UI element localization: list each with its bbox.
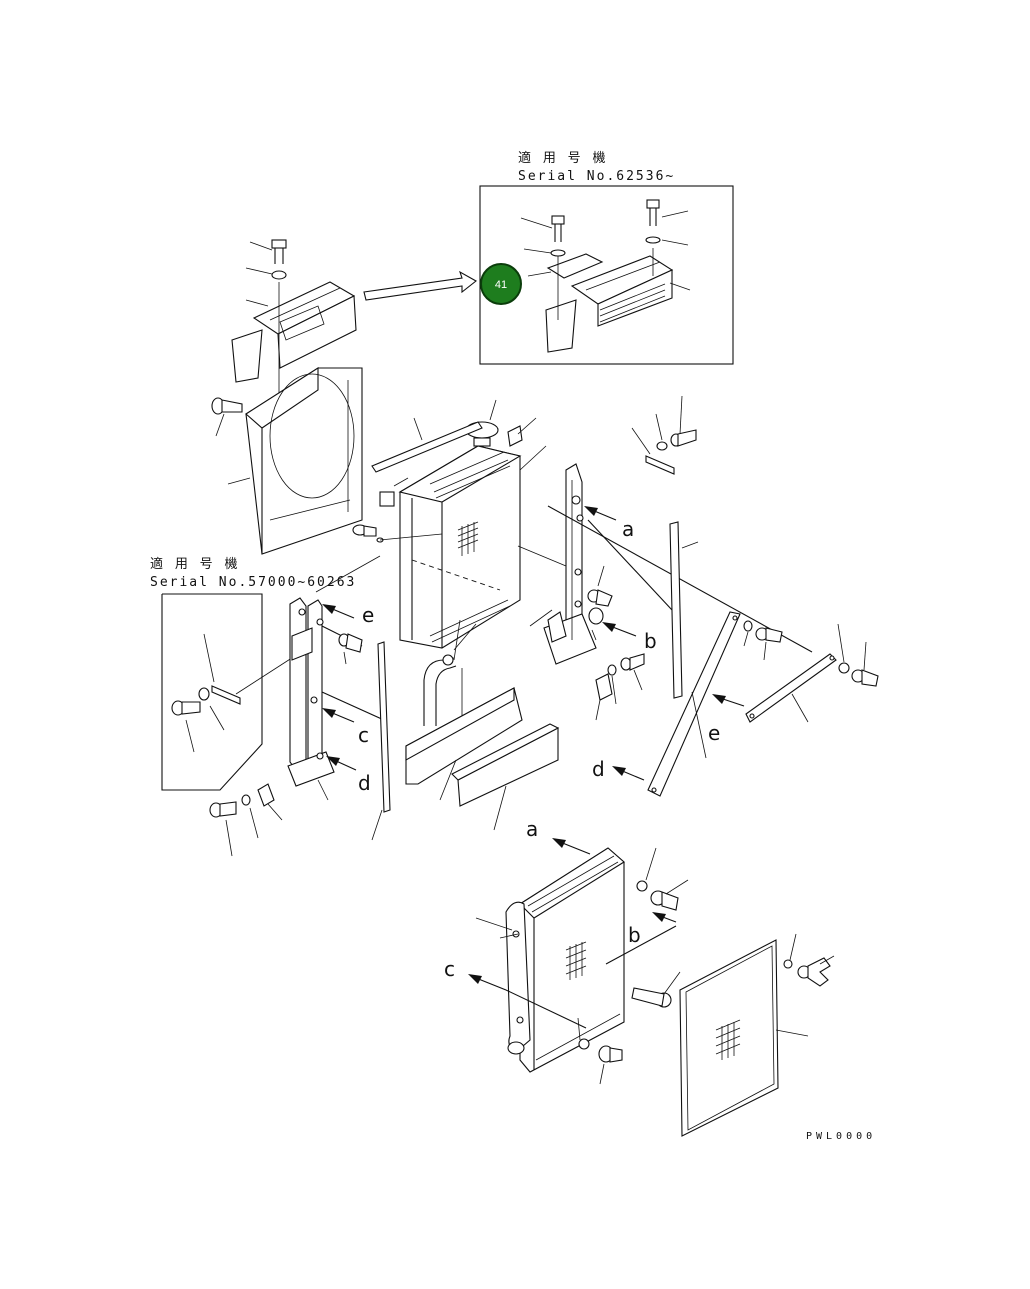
arrow-b-lower: b [605, 912, 677, 965]
part-badge[interactable]: 41 [480, 263, 522, 305]
serial-note-top: 適 用 号 機 Serial No.62536~ [518, 150, 675, 184]
serial-note-top-line1: 適 用 号 機 [518, 150, 607, 166]
ref-letter-b-top: b [644, 629, 657, 653]
ref-letter-d-left: d [358, 771, 371, 795]
grille-wing-bolt [783, 933, 835, 987]
stay-leader-1 [517, 545, 567, 567]
grille-panel [679, 939, 809, 1137]
arrow-a-lower: a [526, 817, 591, 855]
inset-frame-left [161, 593, 263, 791]
arrow-d-left: d [326, 756, 371, 795]
arrow-a: a [584, 506, 634, 541]
radiator-cap [465, 399, 499, 447]
shroud-bolt [211, 397, 243, 437]
grille-mesh [715, 1019, 741, 1060]
cross-stay-bolts [743, 620, 879, 687]
ref-letter-e-left: e [362, 603, 374, 627]
radiator-mesh [457, 521, 479, 556]
left-stay [287, 597, 335, 801]
lower-bolts [577, 847, 689, 1085]
stay-bolt-2 [588, 607, 604, 641]
left-tie-line [321, 691, 385, 721]
bottom-seal-right [451, 723, 560, 831]
arrow-c-lower: c [444, 957, 587, 1029]
arrow-d-right: d [592, 757, 645, 781]
top-fan-bracket [231, 281, 357, 400]
stay-clip [595, 673, 613, 721]
radiator-left-pad [379, 477, 409, 507]
vertical-rod-left [371, 641, 391, 841]
vertical-rod-right [669, 521, 699, 699]
left-stay-leader [315, 555, 381, 593]
lower-radiator [519, 847, 625, 1073]
inset-plate [527, 253, 604, 279]
serial-note-top-line2: Serial No.62536~ [518, 169, 675, 184]
ref-letter-c-left: c [358, 723, 369, 747]
top-bracket-bolt [245, 239, 287, 307]
radiator-bottom-fins [429, 599, 511, 643]
radiator-hose [423, 619, 477, 726]
ref-letter-d-right: d [592, 757, 605, 781]
upper-right-plate [631, 395, 697, 475]
ref-letter-b-lower: b [628, 923, 641, 947]
drawing-code: PWL0000 [806, 1131, 876, 1142]
ref-letter-e-right: e [708, 721, 720, 745]
serial-note-left-line2: Serial No.57000~60263 [150, 575, 356, 590]
lower-radiator-fins [527, 855, 621, 1061]
diagonal-stay: e [647, 611, 741, 797]
arrow-b: b [602, 622, 657, 653]
lower-left-bolts [209, 783, 283, 857]
inset-bolt-left [520, 215, 566, 257]
tie-line-a [547, 505, 813, 653]
stay-bolt-3 [607, 653, 645, 705]
arrow-e-left: e [322, 603, 374, 627]
tie-line-b [587, 519, 673, 611]
ref-letter-c-lower: c [444, 957, 455, 981]
fan-shroud [227, 366, 363, 555]
radiator-top-fins [429, 451, 511, 499]
arrow-c-left: c [322, 708, 369, 747]
ref-letter-a-lower: a [526, 817, 538, 841]
serial-note-left-line1: 適 用 号 機 [150, 556, 239, 572]
left-inset-parts [171, 633, 299, 753]
drain-valve [352, 524, 443, 543]
bottom-seal-left [405, 687, 523, 801]
radiator-core [398, 445, 522, 649]
cross-stay [712, 653, 837, 723]
part-badge-label: 41 [495, 279, 507, 291]
lower-radiator-side-rail [475, 901, 531, 1055]
right-stay [529, 463, 597, 665]
radiator-right-pad [507, 417, 547, 471]
left-stay-bolt [338, 633, 363, 665]
inset-frame-top [479, 185, 734, 365]
inset-bracket [545, 248, 691, 353]
inset-arrow [363, 270, 477, 301]
lower-radiator-mesh [565, 941, 587, 980]
ref-letter-a-top: a [622, 517, 634, 541]
stay-bolt-1 [587, 565, 613, 607]
top-seal-strip [371, 417, 483, 473]
serial-note-left: 適 用 号 機 Serial No.57000~60263 [150, 556, 356, 590]
inset-bolt-right [645, 199, 689, 246]
